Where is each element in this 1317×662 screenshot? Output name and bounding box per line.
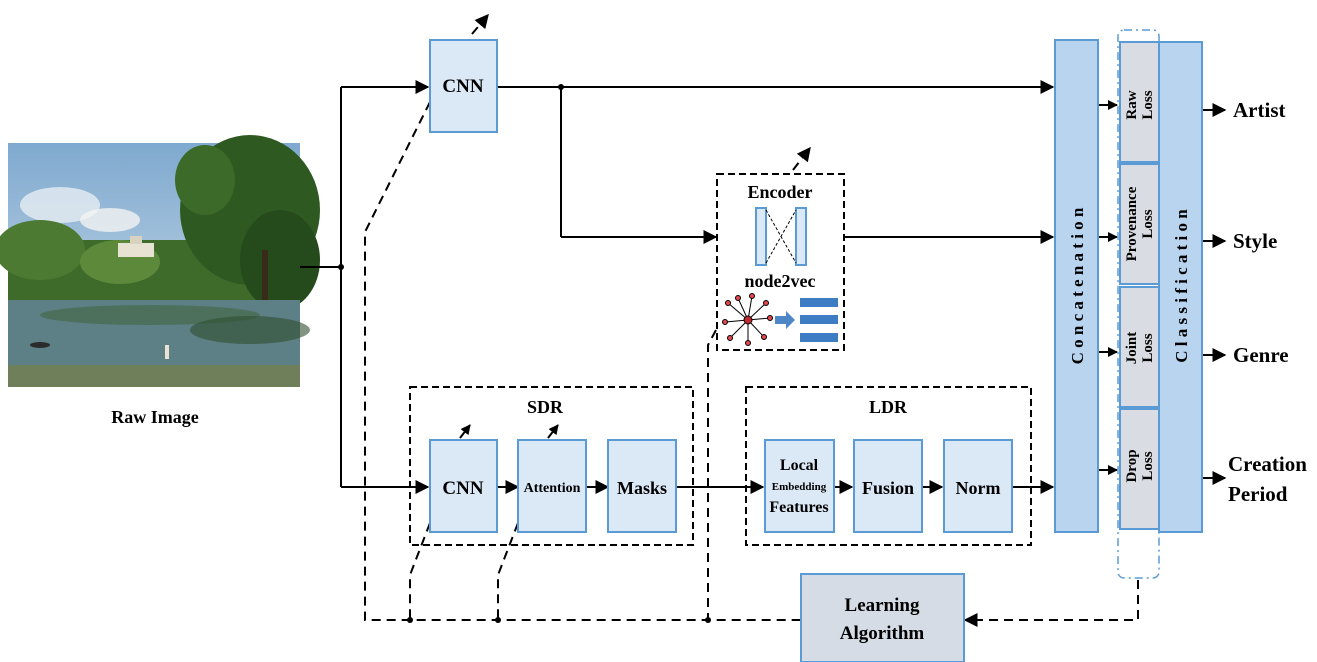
raw-loss-line2: Loss [1140, 90, 1156, 119]
joint-loss-line2: Loss [1140, 333, 1156, 362]
sdr-cnn-box [429, 439, 498, 533]
masks-label: Masks [617, 478, 667, 498]
masks-box [607, 439, 677, 533]
concatenation-column [1054, 39, 1099, 533]
top-cnn-box [429, 39, 498, 133]
output-creation-line1: Creation [1228, 452, 1307, 476]
ldr-block [745, 386, 1032, 546]
graph-network-icon [722, 293, 773, 346]
learning-line1: Learning [845, 595, 920, 616]
sdr-block [409, 386, 694, 546]
output-artist: Artist [1233, 98, 1285, 122]
embedding-bars-icon [800, 298, 838, 342]
local-line3: Features [769, 499, 828, 516]
raw-loss-box [1119, 41, 1160, 163]
output-creation-line2: Period [1228, 482, 1288, 506]
top-cnn-label: CNN [442, 76, 483, 97]
local-embedding-box [764, 439, 835, 533]
main-flow-lines [300, 80, 1227, 494]
learning-line2: Algorithm [840, 623, 925, 644]
local-line1: Local [780, 457, 819, 474]
drop-loss-line1: Drop [1124, 449, 1140, 482]
joint-loss-box [1119, 286, 1160, 408]
drop-loss-line2: Loss [1140, 451, 1156, 480]
encoder-label: Encoder [748, 182, 813, 202]
raw-image [0, 135, 320, 387]
node2vec-label: node2vec [745, 271, 816, 291]
fusion-box [853, 439, 923, 533]
learning-algorithm-box [800, 573, 965, 662]
provenance-loss-line2: Loss [1140, 209, 1156, 238]
sdr-title: SDR [527, 397, 564, 417]
attention-box [517, 439, 587, 533]
drop-loss-box [1119, 408, 1160, 530]
raw-image-caption: Raw Image [111, 407, 199, 427]
provenance-loss-box [1119, 163, 1160, 285]
provenance-loss-line1: Provenance [1124, 186, 1140, 261]
joint-loss-line1: Joint [1124, 332, 1140, 365]
fusion-label: Fusion [862, 478, 914, 498]
junction-dot [558, 84, 564, 90]
encoder-right-bar [795, 207, 807, 266]
norm-label: Norm [956, 478, 1001, 498]
encoder-left-bar [755, 207, 767, 266]
feedback-lines [364, 13, 1139, 627]
output-genre: Genre [1233, 343, 1289, 367]
feedback-junction-dots [407, 617, 711, 623]
attention-label: Attention [524, 481, 581, 496]
ldr-title: LDR [869, 397, 908, 417]
output-style: Style [1233, 229, 1277, 253]
raw-loss-line1: Raw [1124, 90, 1140, 119]
classification-label: C l a s s i f i c a t i o n [1172, 209, 1191, 363]
classification-column [1158, 41, 1203, 533]
right-arrow-icon [775, 311, 795, 329]
sdr-cnn-label: CNN [442, 478, 483, 499]
norm-box [943, 439, 1013, 533]
concatenation-label: C o n c a t e n a t i o n [1068, 207, 1087, 364]
encoder-cross-line [765, 209, 797, 264]
junction-dot [338, 264, 344, 270]
local-line2: Embedding [772, 481, 827, 493]
